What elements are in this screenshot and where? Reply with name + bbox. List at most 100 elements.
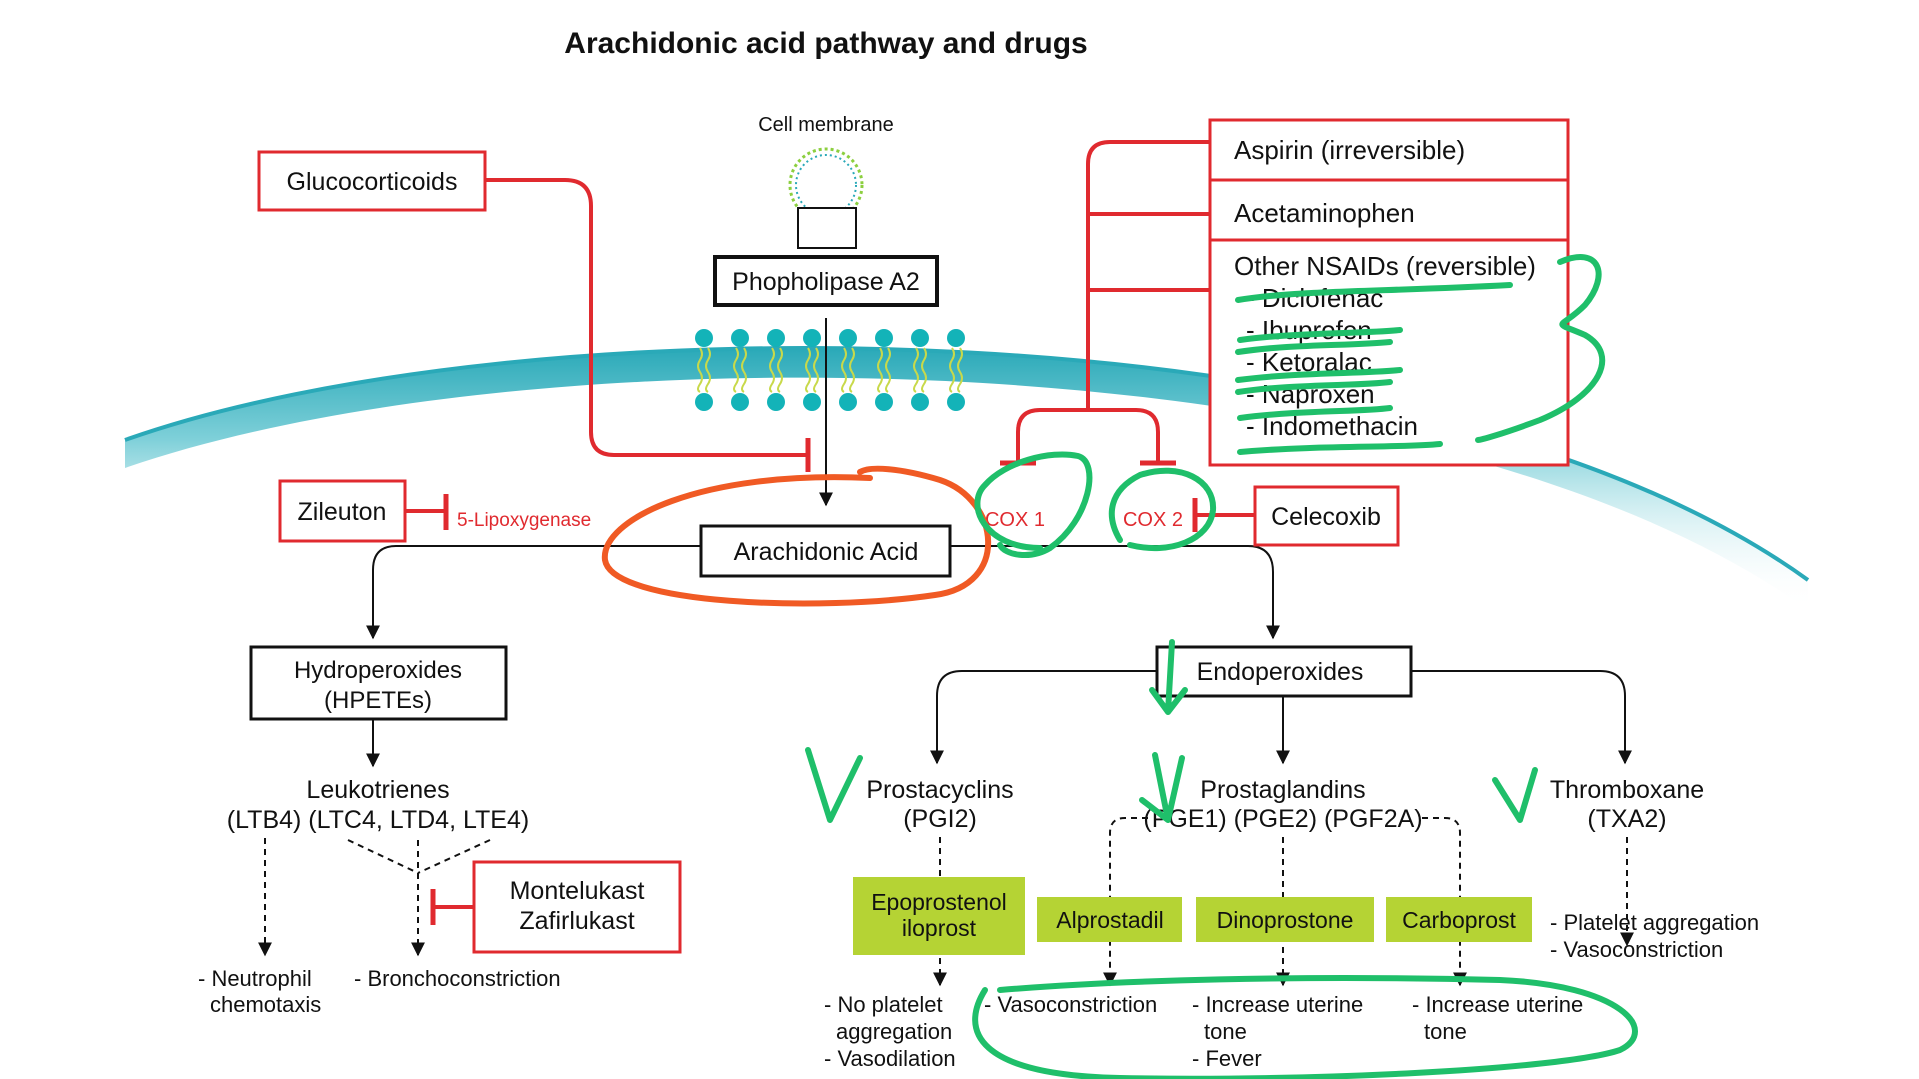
thromboxane-effect-2: - Vasoconstriction <box>1550 937 1723 962</box>
thromboxane-effect-1: - Platelet aggregation <box>1550 910 1759 935</box>
lipid-tail <box>841 347 847 393</box>
celecoxib-box <box>1253 485 1400 547</box>
dinoprostone-label: Dinoprostone <box>1217 907 1354 933</box>
cox-branch-line <box>950 545 1280 640</box>
lipid-head <box>695 329 713 347</box>
lipid-head <box>803 329 821 347</box>
lipid-tail <box>705 347 711 393</box>
lipid-tail <box>813 347 819 393</box>
lipid-tail <box>697 347 703 393</box>
lipid-head <box>875 329 893 347</box>
prostacyclin-effect-1: - No platelet <box>824 992 943 1017</box>
endoperoxides-label: Endoperoxides <box>1197 658 1364 686</box>
hydroperoxides-label: Hydroperoxides <box>294 657 462 684</box>
lipid-tail <box>769 347 775 393</box>
lipid-tail <box>913 347 919 393</box>
lipid-tail <box>733 347 739 393</box>
lipid-head <box>731 329 749 347</box>
bronchoconstriction-effect: - Bronchoconstriction <box>354 966 561 991</box>
zafirlukast-label: Zafirlukast <box>519 907 634 935</box>
arachidonic-acid-box <box>699 524 952 578</box>
arachidonic-acid-label: Arachidonic Acid <box>734 538 919 566</box>
txa2-label: (TXA2) <box>1587 805 1666 833</box>
lipid-head <box>767 393 785 411</box>
lipid-tail <box>957 347 963 393</box>
acetaminophen-label: Acetaminophen <box>1234 198 1415 228</box>
carboprost-effect-1: - Increase uterine <box>1412 992 1583 1017</box>
lipid-head <box>767 329 785 347</box>
lipid-tail <box>849 347 855 393</box>
nsaids-heading: Other NSAIDs (reversible) <box>1234 251 1536 281</box>
celecoxib-label: Celecoxib <box>1271 503 1381 531</box>
montelukast-box <box>472 860 682 954</box>
alprostadil-effect: - Vasoconstriction <box>984 992 1157 1017</box>
lipid-bilayer-icon <box>695 329 965 411</box>
glucocorticoids-box <box>257 150 487 212</box>
lipid-head <box>839 329 857 347</box>
lipid-head <box>911 393 929 411</box>
glucocorticoids-label: Glucocorticoids <box>287 168 458 196</box>
lipid-tail <box>921 347 927 393</box>
dinoprostone-effect-3: - Fever <box>1192 1046 1262 1071</box>
neutrophil-effect: - Neutrophil <box>198 966 312 991</box>
carboprost-box <box>1386 897 1532 942</box>
aspirin-label: Aspirin (irreversible) <box>1234 135 1465 165</box>
montelukast-label: Montelukast <box>510 877 645 905</box>
lipid-head <box>875 393 893 411</box>
lipid-head <box>911 329 929 347</box>
acetaminophen-box <box>1208 178 1570 242</box>
diagram-title: Arachidonic acid pathway and drugs <box>564 27 1087 60</box>
prostacyclins-label: Prostacyclins <box>866 776 1013 804</box>
nsaids-box <box>1208 238 1570 467</box>
lipid-tail <box>885 347 891 393</box>
lipid-tail <box>805 347 811 393</box>
cox2-label: COX 2 <box>1123 509 1183 531</box>
green-annotations <box>805 254 1638 1079</box>
nsaid-inhibition-connector <box>1016 140 1210 462</box>
dinoprostone-effect-1: - Increase uterine <box>1192 992 1363 1017</box>
prostaglandins-label: Prostaglandins <box>1200 776 1365 804</box>
leukotrienes-subtypes: (LTB4) (LTC4, LTD4, LTE4) <box>227 806 529 834</box>
lipid-head <box>947 329 965 347</box>
lipid-head <box>803 393 821 411</box>
lipid-tail <box>741 347 747 393</box>
endoperoxides-box <box>1155 645 1413 698</box>
prostaglandin-subtypes: (PGE1) (PGE2) (PGF2A) <box>1143 805 1422 833</box>
orange-circle-annotation <box>601 465 992 607</box>
lipid-tail <box>877 347 883 393</box>
leukotrienes-label: Leukotrienes <box>306 776 449 804</box>
lipid-head <box>695 393 713 411</box>
phospholipase-label: Phopholipase A2 <box>732 268 920 296</box>
zileuton-box <box>278 479 407 543</box>
iloprost-label: iloprost <box>902 915 977 941</box>
epoprostenol-box <box>853 877 1025 955</box>
lox-branch-line <box>366 545 701 640</box>
lipid-head <box>839 393 857 411</box>
prostanoid-effect-lines <box>933 817 1634 987</box>
leukotriene-effect-lines <box>258 838 491 957</box>
cell-membrane-label: Cell membrane <box>758 114 894 136</box>
dinoprostone-box <box>1196 897 1374 942</box>
hydroperoxides-box <box>249 645 508 721</box>
vesicle-icon <box>788 147 864 249</box>
prostacyclin-effect-2: aggregation <box>836 1019 952 1044</box>
phospholipase-box <box>713 255 939 307</box>
glucocorticoid-inhibition-line <box>485 178 808 457</box>
prostacyclin-effect-3: - Vasodilation <box>824 1046 956 1071</box>
thromboxane-label: Thromboxane <box>1550 776 1704 804</box>
dinoprostone-effect-2: tone <box>1204 1019 1247 1044</box>
carboprost-label: Carboprost <box>1402 907 1516 933</box>
lipid-tail <box>949 347 955 393</box>
hpete-label: (HPETEs) <box>324 687 432 714</box>
zileuton-label: Zileuton <box>298 498 387 526</box>
neutrophil-effect-2: chemotaxis <box>210 992 321 1017</box>
carboprost-effect-2: tone <box>1424 1019 1467 1044</box>
cox1-label: COX 1 <box>985 509 1045 531</box>
alprostadil-box <box>1037 897 1182 942</box>
lipid-head <box>947 393 965 411</box>
lipid-head <box>731 393 749 411</box>
aspirin-box <box>1208 118 1570 182</box>
lipid-tail <box>777 347 783 393</box>
lipoxygenase-label: 5-Lipoxygenase <box>457 510 591 531</box>
